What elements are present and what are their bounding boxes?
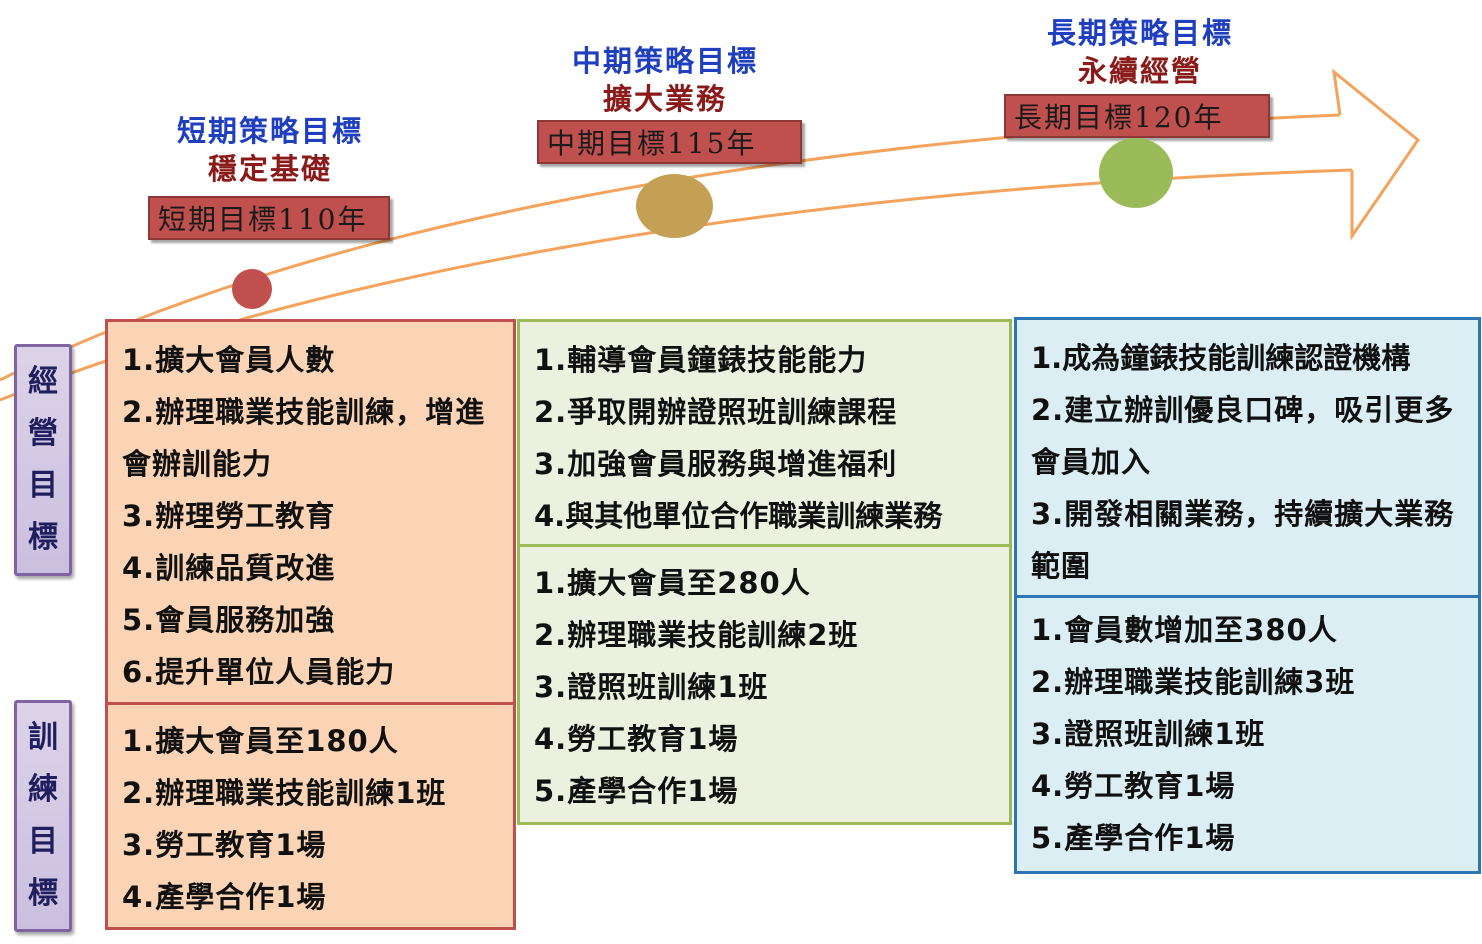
business-label-char: 經 (28, 364, 58, 399)
mid-target-box: 中期目標115年 (537, 120, 802, 164)
short-target-box: 短期目標110年 (148, 196, 390, 240)
training-label-char: 訓 (28, 720, 58, 755)
business-label-char: 標 (28, 520, 58, 555)
arrow-head (1331, 68, 1421, 241)
training-label-char: 練 (28, 772, 58, 807)
list-item: 3.勞工教育1場 (122, 828, 327, 862)
short-training-panel: 1.擴大會員至180人 2.辦理職業技能訓練1班 3.勞工教育1場 4.產學合作… (105, 702, 516, 930)
long-stage-title: 長期策略目標 永續經營 (1020, 14, 1260, 90)
long-milestone-dot (1099, 138, 1173, 208)
list-item: 1.擴大會員至180人 (122, 724, 399, 758)
business-goals-label: 經 營 目 標 (14, 344, 72, 576)
long-stage-heading: 長期策略目標 (1046, 16, 1233, 50)
list-item: 1.擴大會員至280人 (534, 566, 811, 600)
list-item: 4.訓練品質改進 (122, 551, 336, 585)
list-item: 2.辦理職業技能訓練2班 (534, 618, 859, 652)
training-goals-label: 訓 練 目 標 (14, 700, 72, 932)
list-item: 6.提升單位人員能力 (122, 655, 396, 689)
list-item: 4.與其他單位合作職業訓練業務 (534, 499, 943, 533)
list-item: 5.產學合作1場 (1031, 821, 1236, 855)
list-item: 1.成為鐘錶技能訓練認證機構 (1031, 341, 1411, 375)
mid-milestone-dot (636, 174, 713, 238)
long-stage-subtitle: 永續經營 (1077, 54, 1202, 88)
list-item: 3.加強會員服務與增進福利 (534, 447, 898, 481)
long-training-panel: 1.會員數增加至380人 2.辦理職業技能訓練3班 3.證照班訓練1班 4.勞工… (1014, 595, 1481, 874)
list-item: 1.擴大會員人數 (122, 343, 336, 377)
list-item: 1.輔導會員鐘錶技能能力 (534, 343, 868, 377)
mid-stage-heading: 中期策略目標 (571, 44, 758, 78)
mid-training-panel: 1.擴大會員至280人 2.辦理職業技能訓練2班 3.證照班訓練1班 4.勞工教… (517, 544, 1012, 825)
list-item: 4.勞工教育1場 (534, 722, 739, 756)
list-item: 1.會員數增加至380人 (1031, 613, 1338, 647)
short-milestone-dot (232, 269, 272, 309)
mid-business-panel: 1.輔導會員鐘錶技能能力 2.爭取開辦證照班訓練課程 3.加強會員服務與增進福利… (517, 319, 1012, 547)
mid-stage-subtitle: 擴大業務 (602, 82, 727, 116)
list-item: 2.辦理職業技能訓練3班 (1031, 665, 1356, 699)
list-item: 4.勞工教育1場 (1031, 769, 1236, 803)
short-business-panel: 1.擴大會員人數 2.辦理職業技能訓練，增進會辦訓能力 3.辦理勞工教育 4.訓… (105, 319, 516, 705)
training-label-char: 標 (28, 876, 58, 911)
list-item: 3.證照班訓練1班 (1031, 717, 1266, 751)
business-label-char: 營 (28, 416, 58, 451)
list-item: 5.會員服務加強 (122, 603, 336, 637)
list-item: 2.辦理職業技能訓練1班 (122, 776, 447, 810)
list-item: 4.產學合作1場 (122, 880, 327, 914)
short-stage-subtitle: 穩定基礎 (207, 152, 332, 186)
short-stage-title: 短期策略目標 穩定基礎 (150, 112, 390, 188)
list-item: 2.爭取開辦證照班訓練課程 (534, 395, 898, 429)
list-item: 2.辦理職業技能訓練，增進會辦訓能力 (122, 395, 486, 481)
mid-stage-title: 中期策略目標 擴大業務 (545, 42, 785, 118)
list-item: 5.產學合作1場 (534, 774, 739, 808)
business-label-char: 目 (28, 468, 58, 503)
list-item: 2.建立辦訓優良口碑，吸引更多會員加入 (1031, 393, 1455, 479)
long-business-panel: 1.成為鐘錶技能訓練認證機構 2.建立辦訓優良口碑，吸引更多會員加入 3.開發相… (1014, 317, 1481, 598)
list-item: 3.證照班訓練1班 (534, 670, 769, 704)
list-item: 3.辦理勞工教育 (122, 499, 336, 533)
list-item: 3.開發相關業務，持續擴大業務範圍 (1031, 497, 1455, 583)
training-label-char: 目 (28, 824, 58, 859)
long-target-box: 長期目標120年 (1004, 94, 1270, 138)
short-stage-heading: 短期策略目標 (176, 114, 363, 148)
